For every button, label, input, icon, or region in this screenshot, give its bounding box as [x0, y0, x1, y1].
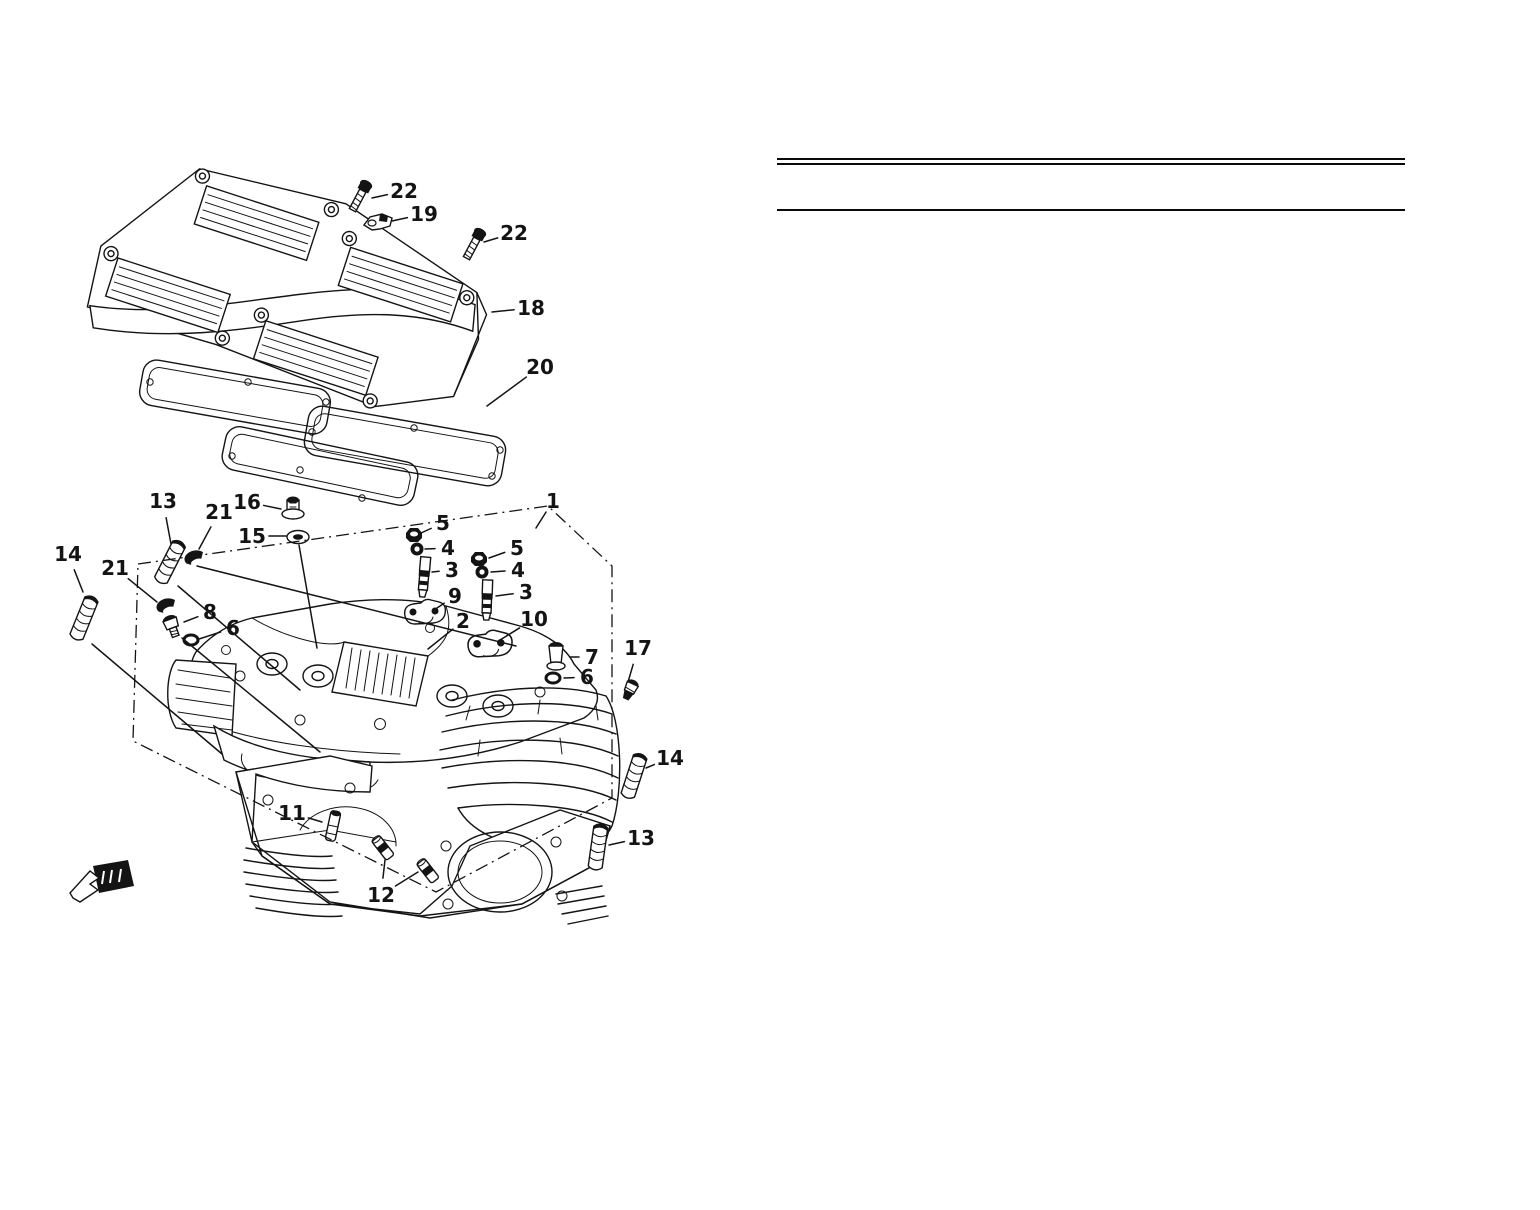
callout-label-5: 5: [510, 536, 524, 560]
callout-leader-5: [488, 551, 506, 559]
part-19-bracket: [363, 213, 393, 231]
callout-label-21: 21: [205, 500, 233, 524]
assembly-guide-line: [177, 585, 301, 691]
callout-leader-14: [73, 569, 84, 593]
callout-leader-20: [486, 376, 528, 407]
part-21-keeper: [183, 548, 206, 567]
callout-label-14: 14: [54, 542, 82, 566]
callout-label-2: 2: [456, 609, 470, 633]
part-14-stud: [68, 593, 100, 643]
callout-label-20: 20: [526, 355, 554, 379]
part-21-keeper: [155, 596, 178, 615]
cylinder-head-cover-drawing: [86, 168, 488, 409]
assembly-guide-line: [91, 643, 223, 755]
callout-leader-13: [608, 840, 626, 846]
callout-label-16: 16: [233, 490, 261, 514]
callout-leader-19: [391, 216, 409, 222]
part-22-bolt: [460, 225, 489, 262]
callout-label-17: 17: [624, 636, 652, 660]
callout-label-22: 22: [500, 221, 528, 245]
part-5-nut: [471, 552, 487, 566]
callout-leader-21: [127, 577, 158, 603]
callout-label-8: 8: [203, 600, 217, 624]
callout-leader-12: [394, 871, 419, 887]
callout-label-12: 12: [367, 883, 395, 907]
part-17-plug: [619, 676, 641, 703]
callout-leader-10: [499, 627, 521, 641]
callout-label-18: 18: [517, 296, 545, 320]
callout-label-4: 4: [441, 536, 455, 560]
callout-leader-2: [427, 628, 454, 650]
callout-label-21: 21: [101, 556, 129, 580]
part-3-guide: [480, 579, 494, 621]
callout-leader-4: [490, 570, 506, 573]
callout-leader-13: [165, 516, 172, 545]
callout-label-3: 3: [445, 558, 459, 582]
callout-label-15: 15: [238, 524, 266, 548]
callout-label-1: 1: [546, 489, 560, 513]
assembly-guide-line: [181, 637, 321, 753]
parts-table-bottom-rule: [777, 209, 1405, 211]
callout-label-6: 6: [226, 616, 240, 640]
part-13-stud: [152, 537, 188, 587]
part-7-plug: [546, 641, 566, 671]
callout-leader-14: [645, 763, 656, 769]
parts-table-top-rule: [777, 158, 1405, 165]
part-11-dowel: [324, 808, 342, 843]
part-3-guide: [416, 555, 432, 599]
callout-label-14: 14: [656, 746, 684, 770]
part-8-plug: [160, 612, 184, 640]
callout-label-10: 10: [520, 607, 548, 631]
cylinder-block-drawing: [235, 755, 611, 925]
callout-leader-22: [371, 193, 389, 199]
fwd-arrow-icon: [69, 860, 134, 903]
callout-leader-16: [262, 504, 282, 510]
part-12-nozzle: [415, 856, 441, 885]
callout-leader-11: [307, 817, 323, 823]
callout-label-19: 19: [410, 202, 438, 226]
callout-leader-17: [627, 663, 634, 683]
part-1-assembly-envelope: [132, 505, 613, 893]
callout-leader-9: [436, 602, 445, 609]
assembly-guide-line: [196, 565, 517, 647]
callout-leader-18: [491, 308, 515, 313]
callout-leader-1: [535, 511, 547, 529]
callout-label-7: 7: [585, 645, 599, 669]
callout-label-22: 22: [390, 179, 418, 203]
callout-leader-3: [431, 570, 440, 573]
callout-label-9: 9: [448, 584, 462, 608]
callout-leader-3: [495, 592, 514, 597]
part-16-plug: [281, 495, 305, 520]
part-14-stud: [619, 751, 649, 801]
callout-leader-12: [382, 859, 386, 879]
part-6-oring: [182, 633, 200, 647]
callout-leader-21: [198, 526, 212, 550]
callout-label-5: 5: [436, 511, 450, 535]
callout-label-11: 11: [278, 801, 306, 825]
part-4-washer: [475, 565, 489, 579]
assembly-guide-line: [298, 544, 318, 649]
callout-leader-22: [483, 237, 499, 243]
callout-leader-6: [198, 631, 222, 640]
callout-label-3: 3: [519, 580, 533, 604]
part-4-washer: [410, 542, 424, 556]
callout-label-13: 13: [627, 826, 655, 850]
part-12-nozzle: [370, 833, 396, 862]
callout-leader-8: [183, 615, 199, 623]
callout-label-6: 6: [580, 665, 594, 689]
head-cover-gasket-drawing: [138, 359, 507, 506]
callout-leader-5: [420, 527, 432, 534]
part-5-nut: [406, 528, 422, 542]
callout-label-13: 13: [149, 489, 177, 513]
part-22-bolt: [346, 177, 375, 214]
callout-label-4: 4: [511, 558, 525, 582]
